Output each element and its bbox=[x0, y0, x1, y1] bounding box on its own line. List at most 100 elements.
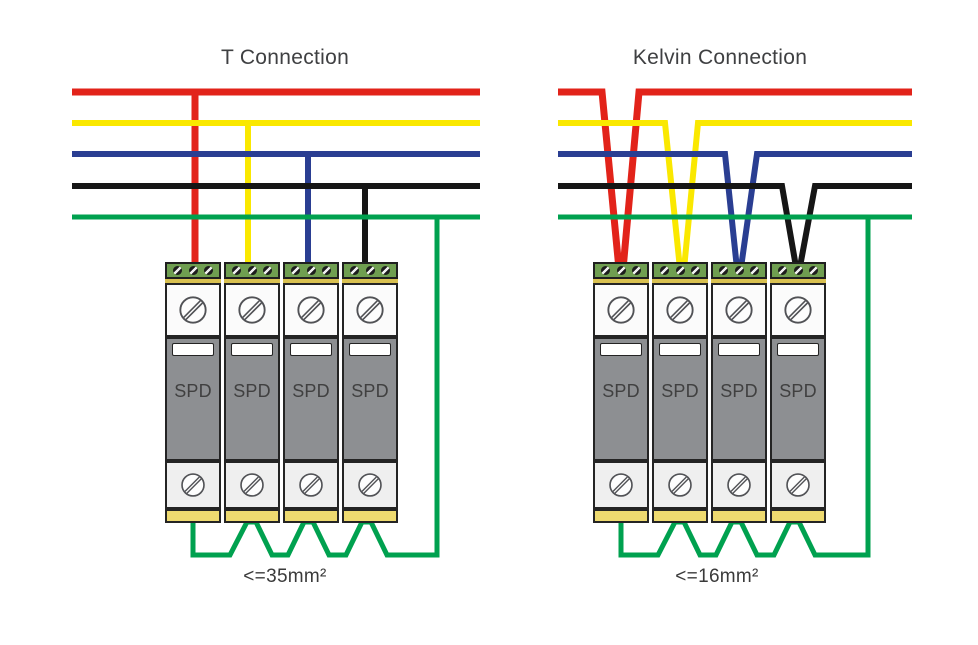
diagram-title-t-connection: T Connection bbox=[220, 46, 350, 69]
screw-icon bbox=[668, 473, 692, 497]
module-body: SPD bbox=[224, 337, 280, 461]
terminal-screw-icon bbox=[247, 266, 257, 275]
accent-line bbox=[711, 279, 767, 283]
base-strip bbox=[711, 509, 767, 523]
terminal-strip bbox=[770, 262, 826, 279]
bottom-clamp-section bbox=[342, 461, 398, 509]
module-body: SPD bbox=[770, 337, 826, 461]
accent-line bbox=[593, 279, 649, 283]
terminal-strip bbox=[342, 262, 398, 279]
spd-label: SPD bbox=[351, 381, 389, 401]
status-window bbox=[600, 343, 642, 356]
screw-icon bbox=[179, 296, 207, 324]
terminal-screw-icon bbox=[808, 266, 818, 275]
bottom-clamp-section bbox=[283, 461, 339, 509]
accent-line bbox=[283, 279, 339, 283]
screw-icon bbox=[297, 296, 325, 324]
module-body: SPD bbox=[711, 337, 767, 461]
top-clamp-section bbox=[652, 283, 708, 337]
module-body: SPD bbox=[165, 337, 221, 461]
terminal-screw-icon bbox=[350, 266, 360, 275]
status-window bbox=[349, 343, 391, 356]
spd-label: SPD bbox=[292, 381, 330, 401]
spd-module: SPD bbox=[770, 262, 826, 523]
terminal-screw-icon bbox=[660, 266, 670, 275]
bottom-clamp-section bbox=[770, 461, 826, 509]
spd-module: SPD bbox=[711, 262, 767, 523]
terminal-screw-icon bbox=[778, 266, 788, 275]
terminal-screw-icon bbox=[631, 266, 641, 275]
screw-icon bbox=[666, 296, 694, 324]
spd-label: SPD bbox=[661, 381, 699, 401]
terminal-screw-icon bbox=[734, 266, 744, 275]
terminal-strip bbox=[283, 262, 339, 279]
terminal-strip bbox=[224, 262, 280, 279]
terminal-screw-icon bbox=[601, 266, 611, 275]
base-strip bbox=[165, 509, 221, 523]
top-clamp-section bbox=[593, 283, 649, 337]
screw-icon bbox=[727, 473, 751, 497]
accent-line bbox=[342, 279, 398, 283]
terminal-strip bbox=[593, 262, 649, 279]
spd-label: SPD bbox=[720, 381, 758, 401]
terminal-screw-icon bbox=[321, 266, 331, 275]
top-clamp-section bbox=[711, 283, 767, 337]
terminal-screw-icon bbox=[690, 266, 700, 275]
terminal-screw-icon bbox=[173, 266, 183, 275]
spd-block-t-connection: SPD SPD SPD SPD bbox=[165, 262, 398, 523]
screw-icon bbox=[181, 473, 205, 497]
spd-label: SPD bbox=[233, 381, 271, 401]
top-clamp-section bbox=[770, 283, 826, 337]
bottom-clamp-section bbox=[224, 461, 280, 509]
diagram-title-kelvin-connection: Kelvin Connection bbox=[632, 46, 808, 69]
spd-module: SPD bbox=[165, 262, 221, 523]
terminal-strip bbox=[652, 262, 708, 279]
top-clamp-section bbox=[283, 283, 339, 337]
screw-icon bbox=[299, 473, 323, 497]
spd-label: SPD bbox=[174, 381, 212, 401]
screw-icon bbox=[358, 473, 382, 497]
screw-icon bbox=[725, 296, 753, 324]
base-strip bbox=[342, 509, 398, 523]
status-window bbox=[659, 343, 701, 356]
module-body: SPD bbox=[593, 337, 649, 461]
accent-line bbox=[770, 279, 826, 283]
status-window bbox=[172, 343, 214, 356]
accent-line bbox=[652, 279, 708, 283]
spd-module: SPD bbox=[593, 262, 649, 523]
top-clamp-section bbox=[224, 283, 280, 337]
status-window bbox=[718, 343, 760, 356]
terminal-screw-icon bbox=[203, 266, 213, 275]
base-strip bbox=[652, 509, 708, 523]
screw-icon bbox=[356, 296, 384, 324]
terminal-screw-icon bbox=[291, 266, 301, 275]
terminal-screw-icon bbox=[232, 266, 242, 275]
spd-module: SPD bbox=[283, 262, 339, 523]
terminal-screw-icon bbox=[188, 266, 198, 275]
top-clamp-section bbox=[342, 283, 398, 337]
terminal-screw-icon bbox=[262, 266, 272, 275]
terminal-strip bbox=[165, 262, 221, 279]
terminal-strip bbox=[711, 262, 767, 279]
module-body: SPD bbox=[283, 337, 339, 461]
status-window bbox=[290, 343, 332, 356]
terminal-screw-icon bbox=[675, 266, 685, 275]
base-strip bbox=[224, 509, 280, 523]
terminal-screw-icon bbox=[749, 266, 759, 275]
bottom-clamp-section bbox=[711, 461, 767, 509]
terminal-screw-icon bbox=[616, 266, 626, 275]
status-window bbox=[777, 343, 819, 356]
terminal-screw-icon bbox=[365, 266, 375, 275]
status-window bbox=[231, 343, 273, 356]
module-body: SPD bbox=[342, 337, 398, 461]
screw-icon bbox=[238, 296, 266, 324]
terminal-screw-icon bbox=[793, 266, 803, 275]
accent-line bbox=[165, 279, 221, 283]
spd-module: SPD bbox=[224, 262, 280, 523]
spd-module: SPD bbox=[652, 262, 708, 523]
top-clamp-section bbox=[165, 283, 221, 337]
screw-icon bbox=[609, 473, 633, 497]
screw-icon bbox=[786, 473, 810, 497]
